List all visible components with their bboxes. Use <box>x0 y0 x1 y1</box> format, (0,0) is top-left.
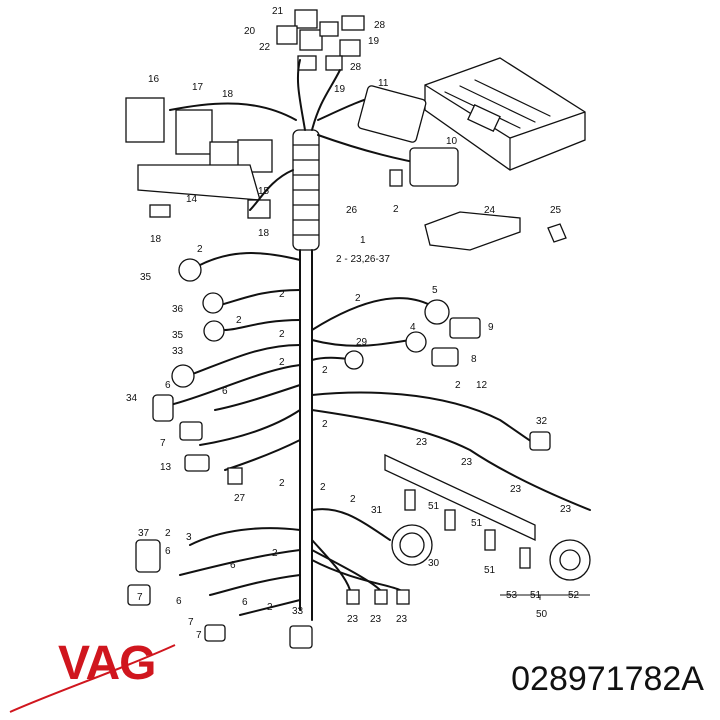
callout-25: 25 <box>550 205 562 216</box>
callout-22: 22 <box>259 42 271 53</box>
callout-23: 23 <box>560 504 572 515</box>
callout-28: 28 <box>350 62 362 73</box>
callout-2: 2 <box>279 478 285 489</box>
callout-10: 10 <box>446 136 458 147</box>
callout-53: 53 <box>506 590 518 601</box>
right-branch-wires <box>311 297 591 605</box>
callout-21: 21 <box>272 6 284 17</box>
callout-23: 23 <box>461 457 473 468</box>
callout-2: 2 <box>279 329 285 340</box>
callout-2: 2 <box>322 419 328 430</box>
callout-37: 37 <box>138 528 150 539</box>
callout-18: 18 <box>222 89 234 100</box>
callout-2: 2 <box>279 289 285 300</box>
callout-6: 6 <box>242 597 248 608</box>
callout-8: 8 <box>471 354 477 365</box>
callout-2: 2 <box>279 357 285 368</box>
callout-19: 19 <box>368 36 380 47</box>
callout-27: 27 <box>234 493 246 504</box>
callout-6: 6 <box>176 596 182 607</box>
callout-35: 35 <box>140 272 152 283</box>
callout-17: 17 <box>192 82 204 93</box>
callout-31: 31 <box>371 505 383 516</box>
callout-33: 33 <box>172 346 184 357</box>
callout-6: 6 <box>230 560 236 571</box>
callout-18: 18 <box>150 234 162 245</box>
callout-36: 36 <box>172 304 184 315</box>
callout-2: 2 <box>355 293 361 304</box>
bracket-24 <box>424 211 567 251</box>
callout-35: 35 <box>172 330 184 341</box>
callout-34: 34 <box>126 393 138 404</box>
callout-2: 2 <box>322 365 328 376</box>
callout-13: 13 <box>160 462 172 473</box>
callout-29: 29 <box>356 337 368 348</box>
callout-1: 1 <box>360 235 366 246</box>
callout-2: 2 <box>197 244 203 255</box>
callout-5: 5 <box>432 285 438 296</box>
callout-2: 2 <box>165 528 171 539</box>
callout-28: 28 <box>374 20 386 31</box>
callout-15: 15 <box>258 186 270 197</box>
callout-19: 19 <box>334 84 346 95</box>
callout-23: 23 <box>510 484 522 495</box>
callout-2: 2 <box>350 494 356 505</box>
callout-30: 30 <box>428 558 440 569</box>
part-number: 028971782A <box>511 660 704 698</box>
callout-16: 16 <box>148 74 160 85</box>
callout-9: 9 <box>488 322 494 333</box>
callout-33: 33 <box>292 606 304 617</box>
callout-23: 23 <box>347 614 359 625</box>
callout-14: 14 <box>186 194 198 205</box>
callout-2: 2 <box>393 204 399 215</box>
callout-11: 11 <box>378 78 389 89</box>
callout-23: 23 <box>416 437 428 448</box>
relay-carrier <box>125 97 273 219</box>
engine-control-unit <box>424 57 586 171</box>
brand-logo: VAG <box>58 637 156 690</box>
callout-24: 24 <box>484 205 496 216</box>
callout-51: 51 <box>471 518 483 529</box>
callout-7: 7 <box>137 592 143 603</box>
injector-rail <box>384 453 591 600</box>
callout-range: 2 - 23,26-37 <box>336 254 390 265</box>
callout-20: 20 <box>244 26 256 37</box>
callout-51: 51 <box>428 501 440 512</box>
callout-18: 18 <box>258 228 270 239</box>
left-branch-wires <box>127 252 313 649</box>
top-connector-cluster <box>276 9 365 71</box>
callout-7: 7 <box>196 630 202 641</box>
callout-4: 4 <box>410 322 416 333</box>
callout-52: 52 <box>568 590 580 601</box>
callout-50: 50 <box>536 609 548 620</box>
callout-6: 6 <box>165 380 171 391</box>
callout-51: 51 <box>530 590 542 601</box>
callout-26: 26 <box>346 205 358 216</box>
callout-6: 6 <box>165 546 171 557</box>
callout-12: 12 <box>476 380 488 391</box>
brand-swoosh-icon <box>9 644 176 713</box>
callout-2: 2 <box>320 482 326 493</box>
connector-10-11 <box>357 85 459 187</box>
callout-51: 51 <box>484 565 496 576</box>
callout-23: 23 <box>396 614 408 625</box>
callout-23: 23 <box>370 614 382 625</box>
callout-7: 7 <box>160 438 166 449</box>
callout-3: 3 <box>186 532 192 543</box>
callout-2: 2 <box>267 602 273 613</box>
callout-2: 2 <box>272 548 278 559</box>
callout-2: 2 <box>455 380 461 391</box>
callout-labels: 21 20 28 22 19 28 19 16 17 18 11 10 15 1… <box>126 6 580 641</box>
callout-2: 2 <box>236 315 242 326</box>
callout-32: 32 <box>536 416 548 427</box>
callout-6: 6 <box>222 386 228 397</box>
callout-7: 7 <box>188 617 194 628</box>
